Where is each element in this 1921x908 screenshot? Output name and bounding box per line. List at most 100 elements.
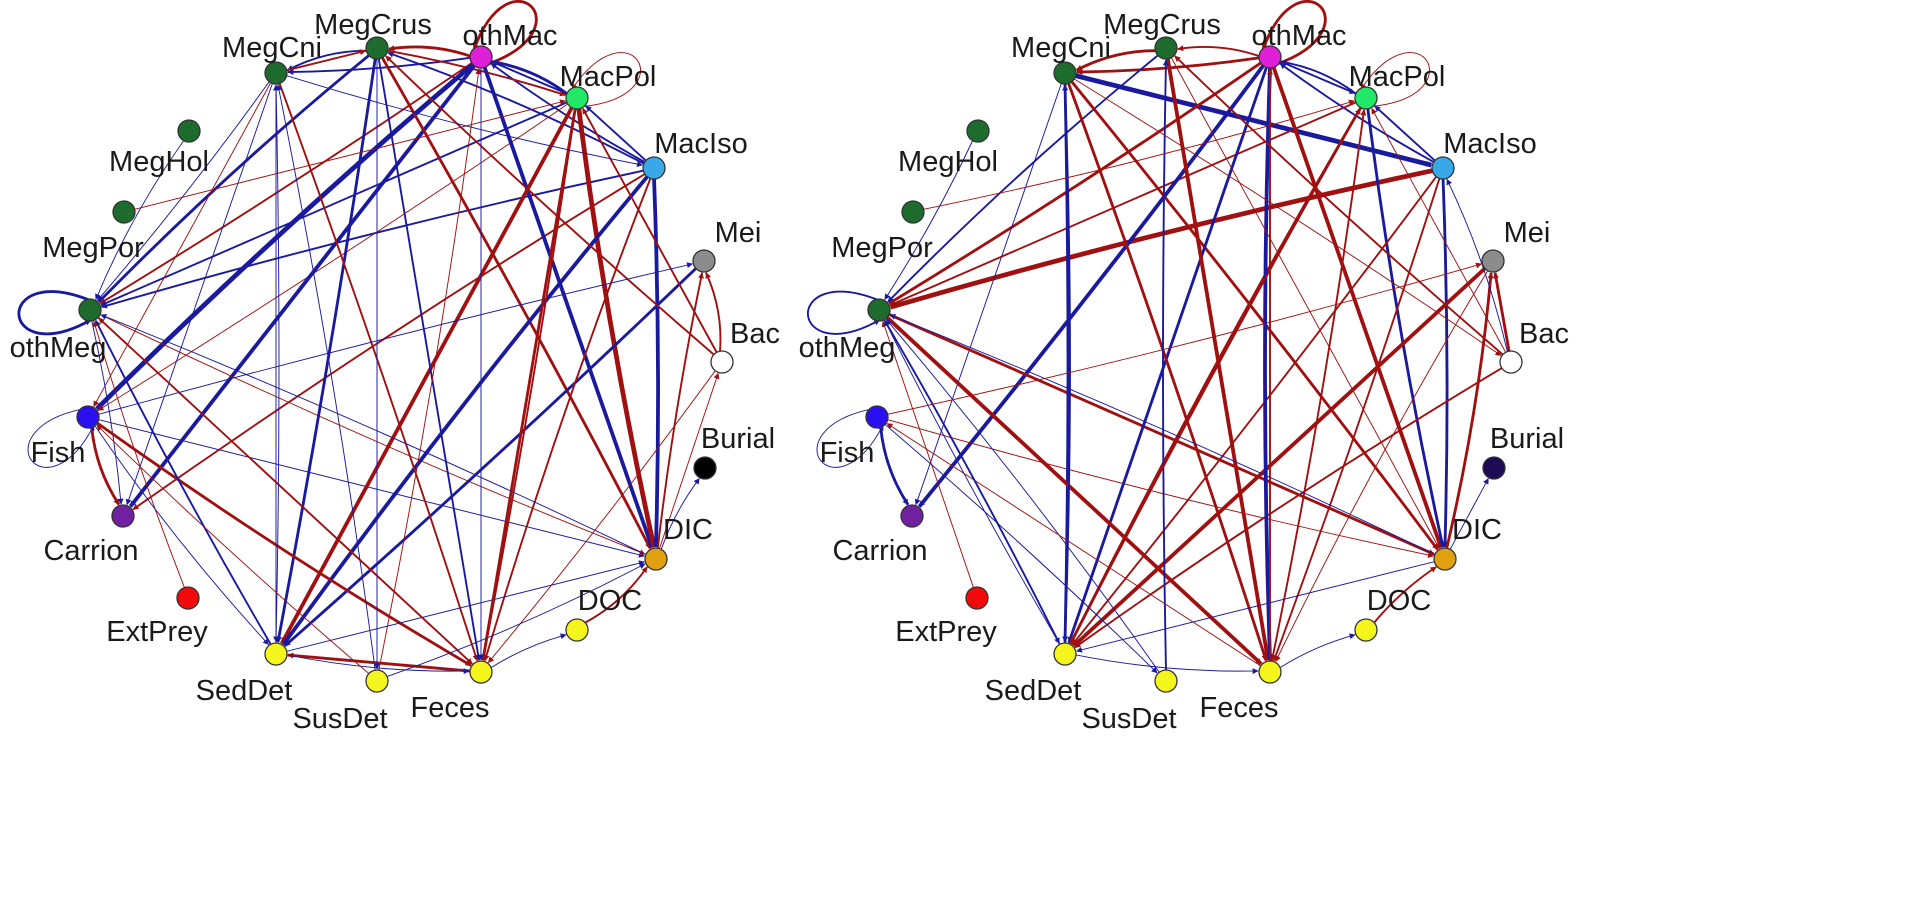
flow-edge-othMac-to-Carrion <box>917 64 1265 508</box>
node-MacIso <box>1431 156 1455 180</box>
node-label-SusDet: SusDet <box>1081 703 1176 735</box>
flow-edge-Bac-to-MegCrus <box>1174 55 1504 356</box>
flow-edge-MacPol-to-othMeg <box>100 101 568 307</box>
flow-edge-MegCnu-to-DIC <box>1070 80 1439 551</box>
flow-edge-MacPol-to-MacPol <box>1360 52 1430 108</box>
node-label-MegCrus: MegCrus <box>314 9 432 41</box>
flow-edge-MacPol-to-othMeg <box>889 101 1357 307</box>
flow-edge-othMac-to-Fish <box>95 62 475 411</box>
flow-edge-othMac-to-Carrion <box>128 64 476 508</box>
node-label-MegCrus: MegCrus <box>1103 9 1221 41</box>
flow-edge-MegCnu-to-MegCrus <box>286 49 366 72</box>
node-label-SedDet: SedDet <box>985 675 1082 707</box>
flow-edge-Bac-to-MegCrus <box>385 55 715 356</box>
flow-edge-Feces-to-DOC <box>1279 633 1356 668</box>
flow-edge-MegHol-to-othMeg <box>95 140 185 301</box>
flow-edge-othMeg-to-Carrion <box>91 320 124 505</box>
flow-edge-Fish-to-Carrion <box>90 427 121 506</box>
node-othMeg <box>78 298 102 322</box>
node-label-othMac: othMac <box>462 20 557 52</box>
flow-edge-MegCrus-to-Feces <box>1165 58 1271 661</box>
flow-edge-MacPol-to-Fish <box>97 103 569 411</box>
node-Fish <box>865 405 889 429</box>
flow-edge-Fish-to-Feces <box>96 421 472 667</box>
flow-edge-MegCnu-to-MacIso <box>286 75 643 167</box>
flow-edge-MacPol-to-DIC <box>1366 108 1445 548</box>
flow-edge-Feces-to-Fish <box>886 423 1262 667</box>
node-othMac <box>469 45 493 69</box>
node-label-Carrion: Carrion <box>43 535 138 567</box>
flow-edge-MacPol-to-SedDet <box>280 106 574 645</box>
node-Burial <box>1482 456 1506 480</box>
flow-edge-Fish-to-DIC <box>887 419 1434 558</box>
flow-edge-ExtPrey-to-othMeg <box>881 320 974 588</box>
flow-edge-Fish-to-Mei <box>98 262 693 415</box>
node-othMeg <box>867 298 891 322</box>
node-label-Fish: Fish <box>820 437 875 469</box>
flow-edge-Fish-to-Mei <box>887 262 1482 415</box>
flow-edge-othMeg-to-SedDet <box>883 319 1061 644</box>
node-label-Fish: Fish <box>31 437 86 469</box>
node-label-SusDet: SusDet <box>292 703 387 735</box>
flow-edge-MegCrus-to-othMeg <box>887 54 1159 303</box>
flow-edge-Fish-to-Carrion <box>879 427 910 506</box>
node-othMac <box>1258 45 1282 69</box>
node-label-MegPor: MegPor <box>831 232 933 264</box>
flow-edge-Bac-to-Mei <box>705 272 722 352</box>
node-DIC <box>644 547 668 571</box>
flow-edge-Mei-to-SedDet <box>283 267 697 647</box>
node-MegCnu <box>264 61 288 85</box>
flow-edge-DIC-to-Burial <box>1449 478 1489 550</box>
flow-edge-MegPor-to-MacPol <box>134 99 566 210</box>
flow-edge-MegCrus-to-MegCnu <box>1075 49 1156 72</box>
node-label-DIC: DIC <box>663 514 713 546</box>
flow-edge-MacPol-to-MacPol <box>571 52 641 108</box>
node-DOC <box>565 618 589 642</box>
flow-edge-othMeg-to-DIC <box>99 314 646 555</box>
flow-edge-MegCrus-to-Feces <box>377 58 482 661</box>
flow-edge-SusDet-to-MegCnu <box>276 84 376 671</box>
node-MegPor <box>901 200 925 224</box>
node-label-Carrion: Carrion <box>832 535 927 567</box>
node-Carrion <box>111 504 135 528</box>
flow-edge-Feces-to-MacPol <box>1270 109 1367 662</box>
flow-edge-ExtPrey-to-othMeg <box>92 320 185 588</box>
node-label-ExtPrey: ExtPrey <box>106 616 208 648</box>
node-ExtPrey <box>965 586 989 610</box>
flow-edge-Mei-to-SedDet <box>1072 267 1487 648</box>
flow-edge-MegCnu-to-othMeg <box>97 81 270 302</box>
flow-edge-MegCrus-to-MegCnu <box>287 49 367 71</box>
node-Mei <box>692 249 716 273</box>
node-label-Burial: Burial <box>701 423 775 455</box>
flow-edge-Fish-to-SusDet <box>884 424 1158 674</box>
flow-edge-DIC-to-Bac <box>659 372 720 549</box>
node-label-othMeg: othMeg <box>10 332 107 364</box>
flow-edge-SedDet-to-DIC <box>286 560 645 652</box>
flow-edge-Fish-to-Fish <box>27 408 95 468</box>
node-label-Mei: Mei <box>1504 217 1551 249</box>
flow-edge-MacIso-to-MacPol <box>585 105 647 162</box>
flow-edge-Fish-to-Fish <box>816 408 884 468</box>
node-label-Burial: Burial <box>1490 423 1564 455</box>
flow-edge-Bac-to-Mei <box>1493 272 1511 352</box>
node-MacPol <box>1354 86 1378 110</box>
node-label-othMeg: othMeg <box>799 332 896 364</box>
flow-edge-DIC-to-othMeg <box>100 314 647 555</box>
node-SusDet <box>1154 669 1178 693</box>
flow-edge-MegCrus-to-othMeg <box>97 54 370 303</box>
node-label-MacIso: MacIso <box>1443 128 1536 160</box>
flow-edge-SedDet-to-othMeg <box>94 320 272 645</box>
node-SusDet <box>365 669 389 693</box>
node-MegHol <box>177 119 201 143</box>
node-MegCnu <box>1053 61 1077 85</box>
node-MegHol <box>966 119 990 143</box>
flow-edge-othMeg-to-DIC <box>888 313 1435 556</box>
flow-edge-MacIso-to-SedDet <box>281 175 649 646</box>
node-label-ExtPrey: ExtPrey <box>895 616 997 648</box>
flow-edge-othMac-to-othMeg <box>888 61 1262 305</box>
flow-edge-SusDet-to-DIC <box>386 563 646 678</box>
flow-edge-othMac-to-othMac <box>1261 0 1327 66</box>
